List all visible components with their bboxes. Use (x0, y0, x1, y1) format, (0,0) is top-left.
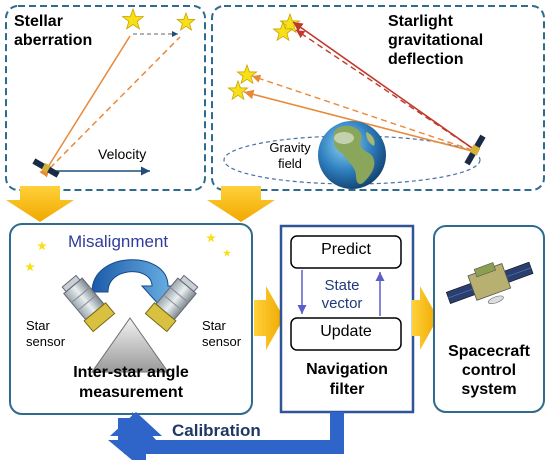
calibration-arrow-head (110, 412, 162, 454)
star-icon (121, 7, 145, 30)
down-arrow-left (6, 186, 74, 222)
aberration-title-line1: Stellar (14, 13, 63, 30)
left-sensor-line1: Star (26, 318, 50, 333)
gravity-field-label: Gravity field (262, 140, 318, 172)
measurement-title-line1: Inter-star angle (73, 364, 189, 381)
star-icon (176, 11, 196, 31)
gravity-line2: field (278, 156, 302, 171)
measurement-title: Inter-star angle measurement (10, 363, 252, 403)
left-star-sensor-icon (61, 274, 116, 333)
state-line1: State (324, 277, 360, 294)
control-title: Spacecraft control system (434, 342, 544, 399)
right-arrow-1 (254, 286, 284, 350)
control-title-line2: control (461, 362, 517, 379)
calibration-label: Calibration (172, 421, 261, 440)
right-arrow-2 (412, 286, 438, 350)
aberration-title-line2: aberration (14, 32, 93, 49)
star-icon (206, 233, 216, 243)
satellite-icon (464, 134, 486, 166)
navigation-filter-panel (279, 224, 415, 414)
filter-title-line1: Navigation (306, 361, 388, 378)
deflection-panel (211, 5, 545, 191)
right-sensor-line2: sensor (202, 334, 242, 349)
update-label: Update (320, 323, 372, 340)
aberration-title: Stellar aberration (14, 12, 92, 50)
control-panel (433, 225, 545, 413)
measurement-panel (9, 223, 253, 415)
velocity-label: Velocity (98, 146, 147, 162)
deflection-title-line2: gravitational (388, 32, 484, 49)
star-icon (279, 12, 301, 34)
right-star-sensor-icon (144, 274, 199, 333)
state-vector-label: State vector (306, 277, 378, 313)
misalignment-label: Misalignment (68, 232, 169, 251)
star-icon (227, 79, 249, 101)
star-icon (272, 20, 294, 42)
aberration-panel (5, 5, 206, 191)
deflection-title-line1: Starlight (388, 13, 453, 30)
predict-label: Predict (321, 241, 371, 258)
satellite-icon (32, 158, 60, 178)
filter-title: Navigation filter (281, 360, 413, 400)
deflection-title-line3: deflection (388, 51, 464, 68)
earth-icon (318, 121, 386, 189)
deflection-title: Starlight gravitational deflection (388, 12, 483, 69)
gravity-line1: Gravity (269, 140, 311, 155)
star-icon (223, 249, 231, 257)
star-icon (236, 63, 258, 85)
filter-title-line2: filter (329, 381, 365, 398)
star-icon (37, 241, 47, 251)
right-sensor-line1: Star (202, 318, 226, 333)
state-line2: vector (321, 295, 363, 312)
left-sensor-line2: sensor (26, 334, 66, 349)
measurement-title-line2: measurement (78, 384, 184, 401)
left-sensor-label: Star sensor (26, 318, 65, 350)
right-sensor-label: Star sensor (202, 318, 241, 350)
control-title-line3: system (461, 381, 517, 398)
spacecraft-icon (445, 261, 534, 305)
star-icon (25, 262, 35, 272)
control-title-line1: Spacecraft (448, 343, 530, 360)
down-arrow-right (207, 186, 275, 222)
